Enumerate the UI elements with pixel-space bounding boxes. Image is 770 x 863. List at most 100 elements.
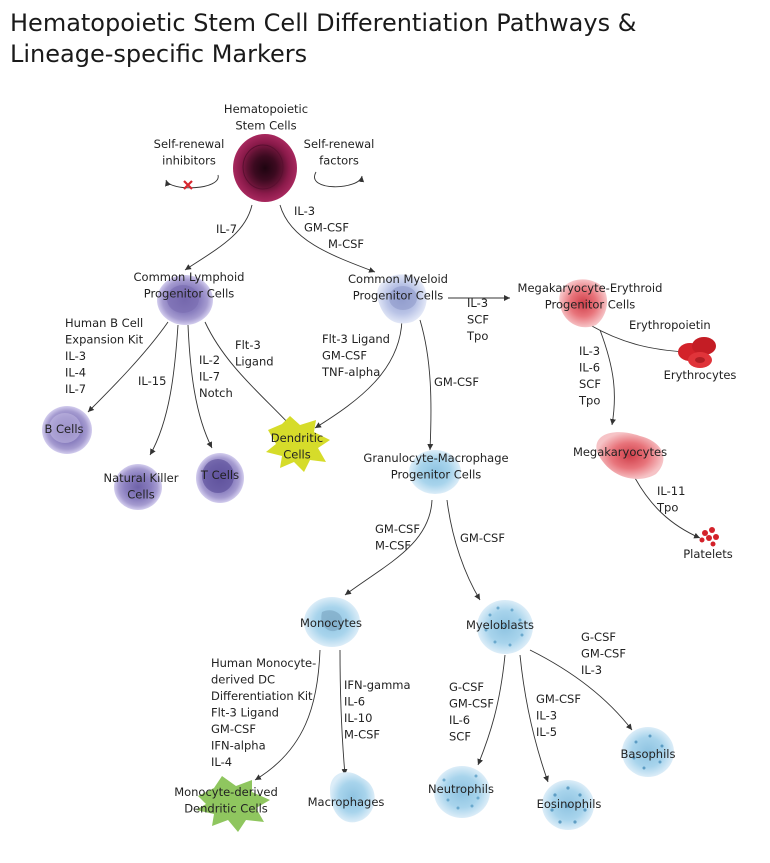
page-title: Hematopoietic Stem Cell Differentiation … — [10, 8, 750, 70]
factor-mono-mac-line-4: M-CSF — [344, 728, 380, 742]
self-renewal-inhibitors-loop — [165, 174, 219, 190]
factor-hsc-clp: IL-7 — [216, 222, 237, 236]
factor-gmp-mono-line-1: GM-CSF — [375, 522, 420, 536]
label-dendritic-line-2: Cells — [283, 448, 311, 462]
factor-clp-t-line-2: IL-7 — [199, 370, 220, 384]
factor-mono-modc-line-3: Differentiation Kit — [211, 689, 313, 703]
label-mep-line-1: Megakaryocyte-Erythroid — [518, 281, 663, 295]
factor-myelo-baso-line-3: IL-3 — [581, 663, 602, 677]
edge-myelo-neut — [477, 654, 506, 766]
neutrophil — [434, 766, 490, 818]
label-eosinophils-line-1: Eosinophils — [537, 797, 602, 811]
factor-mk-plt-line-2: Tpo — [656, 501, 678, 515]
label-b-cells-line-1: B Cells — [44, 422, 83, 436]
factor-mep-mk-line-2: IL-6 — [579, 361, 600, 375]
label-neutrophils: Neutrophils — [428, 782, 494, 796]
edge-mep-mk — [599, 329, 616, 426]
factor-clp-dc-line-2: Ligand — [235, 355, 274, 369]
granulocyte-macrophage-progenitor-cell — [409, 450, 461, 494]
factor-gmp-myelo-line-1: GM-CSF — [460, 531, 505, 545]
factor-clp-b-line-2: Expansion Kit — [65, 333, 144, 347]
label-b-cells: B Cells — [44, 422, 83, 436]
factor-hsc-cmp-line-3: M-CSF — [328, 237, 364, 251]
label-megakaryocytes: Megakaryocytes — [573, 445, 667, 459]
edges — [87, 204, 701, 783]
edge-clp-nk — [149, 324, 179, 456]
label-platelets: Platelets — [683, 547, 733, 561]
factor-mono-mac-line-2: IL-6 — [344, 695, 365, 709]
factor-myelo-eos-line-1: GM-CSF — [536, 692, 581, 706]
natural-killer-cell — [114, 464, 162, 510]
label-cmp-line-2: Progenitor Cells — [353, 289, 444, 303]
label-nk-cells-line-1: Natural Killer — [103, 471, 178, 485]
label-dendritic-line-1: Dendritic — [271, 431, 323, 445]
megakaryocyte — [596, 432, 664, 479]
title-line-2: Lineage-specific Markers — [10, 40, 308, 68]
factor-clp-nk: IL-15 — [138, 374, 166, 388]
factor-cmp-dc-line-1: Flt-3 Ligand — [322, 332, 390, 346]
factor-hsc-clp-line-1: IL-7 — [216, 222, 237, 236]
label-nk-cells-line-2: Cells — [127, 488, 155, 502]
cells — [42, 134, 719, 832]
factor-mep-ery-line-1: Erythropoietin — [629, 318, 711, 332]
edge-hsc-clp — [184, 204, 253, 271]
factor-mono-modc-line-7: IL-4 — [211, 755, 232, 769]
erythrocytes — [678, 337, 716, 368]
factor-clp-t-line-1: IL-2 — [199, 353, 220, 367]
myeloblast — [477, 600, 533, 654]
label-clp-line-1: Common Lymphoid — [134, 270, 245, 284]
label-mo-dc-line-2: Dendritic Cells — [184, 802, 268, 816]
factor-myelo-eos-line-2: IL-3 — [536, 709, 557, 723]
factor-gmp-mono-line-2: M-CSF — [375, 539, 411, 553]
label-myeloblasts: Myeloblasts — [466, 618, 534, 632]
factor-hsc-cmp-line-1: IL-3 — [294, 204, 315, 218]
factor-mono-modc-line-2: derived DC — [211, 673, 275, 687]
factor-mep-mk-line-4: Tpo — [578, 394, 600, 408]
b-cell — [42, 406, 92, 454]
label-megakaryocytes-line-1: Megakaryocytes — [573, 445, 667, 459]
label-basophils: Basophils — [621, 747, 676, 761]
factor-clp-t-line-3: Notch — [199, 386, 233, 400]
factor-mep-mk-line-3: SCF — [579, 377, 601, 391]
label-mep-line-2: Progenitor Cells — [545, 298, 636, 312]
label-mo-dc-line-1: Monocyte-derived — [174, 785, 278, 799]
common-lymphoid-progenitor-cell — [157, 275, 213, 325]
edge-mono-mac — [339, 649, 348, 776]
factor-myelo-eos-line-3: IL-5 — [536, 725, 557, 739]
label-basophils-line-1: Basophils — [621, 747, 676, 761]
common-myeloid-progenitor-cell — [377, 274, 427, 324]
factor-clp-b-line-5: IL-7 — [65, 382, 86, 396]
factor-clp-b-line-1: Human B Cell — [65, 316, 143, 330]
edge-mono-modc — [254, 649, 321, 781]
basophil — [622, 727, 674, 777]
factor-clp-nk-line-1: IL-15 — [138, 374, 166, 388]
edge-mk-plt — [634, 477, 701, 539]
platelets — [699, 527, 719, 547]
edge-clp-b — [87, 321, 169, 413]
label-gmp-line-2: Progenitor Cells — [391, 468, 482, 482]
label-eosinophils: Eosinophils — [537, 797, 602, 811]
edge-cmp-dc — [314, 319, 403, 429]
megakaryocyte-erythroid-progenitor-cell — [559, 279, 608, 328]
label-hsc-line-2: Stem Cells — [235, 119, 296, 133]
label-platelets-line-1: Platelets — [683, 547, 733, 561]
factor-mep-mk-line-1: IL-3 — [579, 344, 600, 358]
eosinophil — [542, 780, 594, 830]
edge-myelo-baso — [529, 649, 633, 731]
monocyte — [304, 597, 360, 647]
edge-hsc-cmp — [279, 204, 376, 273]
edge-myelo-eos — [519, 654, 549, 783]
label-erythrocytes: Erythrocytes — [664, 368, 737, 382]
factor-mono-mac-line-1: IFN-gamma — [344, 678, 411, 692]
